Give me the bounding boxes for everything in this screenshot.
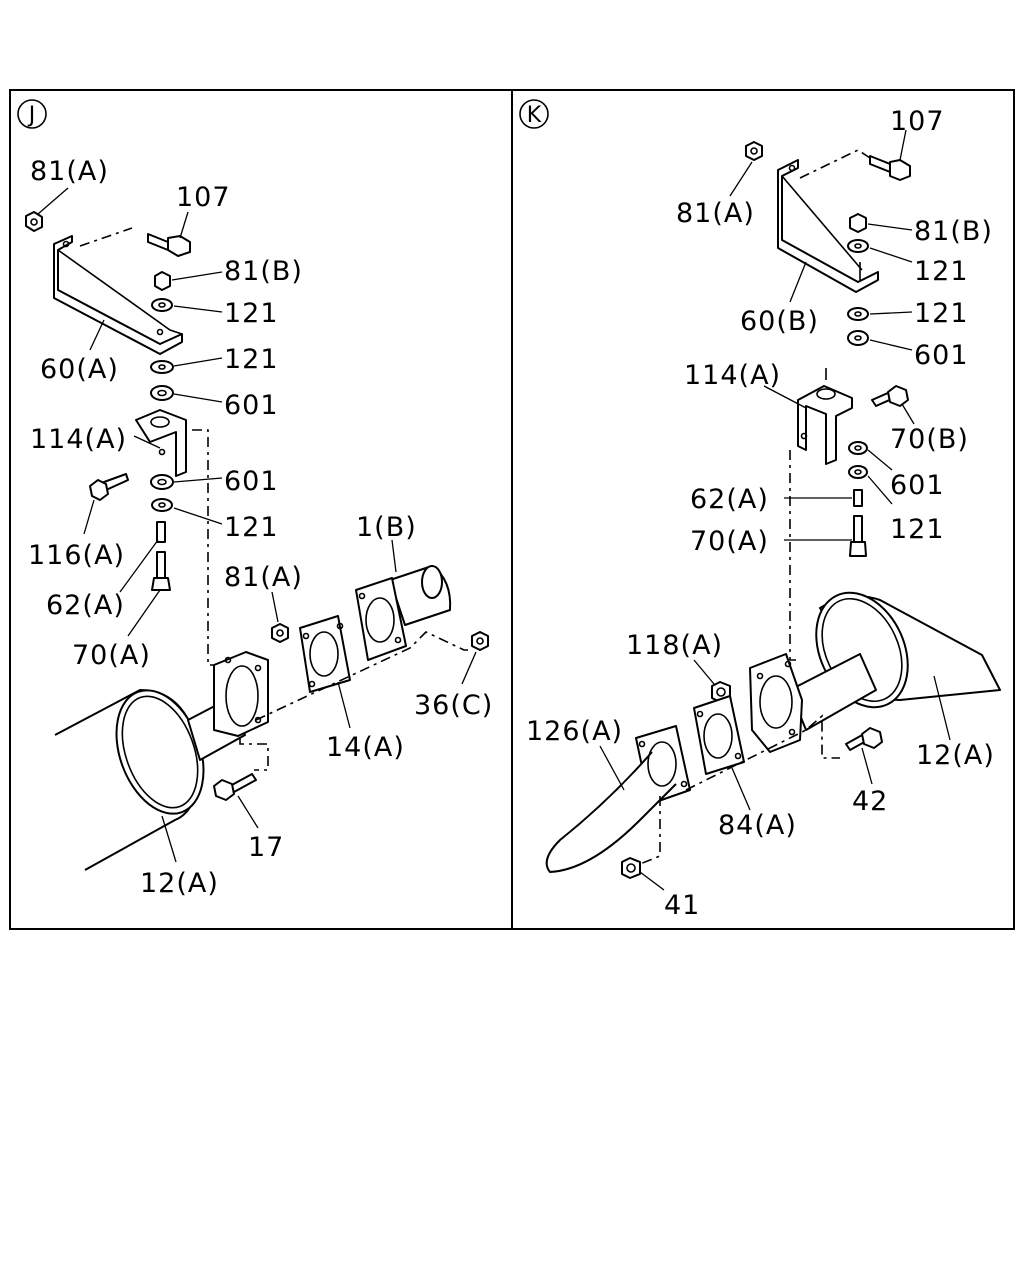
panel-k-marker — [519, 99, 549, 129]
hardware-stack-k-lower — [848, 441, 868, 557]
nut-81a-k-part — [745, 141, 763, 161]
label-j-81b: 81(B) — [224, 256, 303, 287]
pipe-1b-part — [355, 565, 452, 661]
label-k-121b: 121 — [914, 298, 969, 329]
bracket-60a-part — [53, 235, 183, 355]
label-k-107: 107 — [890, 106, 945, 137]
label-j-81a-lower: 81(A) — [224, 562, 303, 593]
label-j-107: 107 — [176, 182, 231, 213]
tailpipe-126a-part — [545, 725, 691, 873]
hardware-stack-k-upper — [847, 213, 869, 346]
nut-36c-part — [471, 631, 489, 651]
muffler-12a-k-part — [789, 591, 1001, 731]
bolt-107-part — [147, 233, 191, 257]
label-j-60a: 60(A) — [40, 354, 119, 385]
gasket-84a-part — [693, 695, 745, 775]
label-k-114a: 114(A) — [684, 360, 781, 391]
muffler-flange-k-part — [749, 653, 803, 753]
panel-j-letter: J — [27, 103, 36, 128]
label-k-84a: 84(A) — [718, 810, 797, 841]
label-j-81a: 81(A) — [30, 156, 109, 187]
label-j-17: 17 — [248, 832, 284, 863]
label-k-121a: 121 — [914, 256, 969, 287]
bolt-17-part — [213, 773, 257, 801]
bracket-60b-part — [777, 159, 879, 293]
label-j-121c: 121 — [224, 512, 279, 543]
label-j-36c: 36(C) — [414, 690, 493, 721]
label-k-12a: 12(A) — [916, 740, 995, 771]
label-k-81a: 81(A) — [676, 198, 755, 229]
panel-k: K — [519, 99, 1001, 921]
label-j-121a: 121 — [224, 298, 279, 329]
label-j-70a: 70(A) — [72, 640, 151, 671]
nut-81a-part — [25, 211, 43, 232]
label-k-601a: 601 — [914, 340, 969, 371]
label-j-12a: 12(A) — [140, 868, 219, 899]
label-j-14a: 14(A) — [326, 732, 405, 763]
hardware-stack-lower — [150, 474, 174, 591]
label-j-121b: 121 — [224, 344, 279, 375]
label-j-62a: 62(A) — [46, 590, 125, 621]
label-k-42: 42 — [852, 786, 888, 817]
panel-j: J — [17, 99, 493, 899]
label-k-81b: 81(B) — [914, 216, 993, 247]
bracket-114a-part — [135, 409, 187, 477]
label-k-62a: 62(A) — [690, 484, 769, 515]
gasket-14a-part — [299, 615, 351, 693]
nut-41-part — [621, 857, 641, 879]
label-k-126a: 126(A) — [526, 716, 623, 747]
muffler-flange-part — [213, 651, 269, 737]
bolt-70b-part — [871, 385, 909, 407]
label-j-116a: 116(A) — [28, 540, 125, 571]
nut-81a-lower-part — [271, 623, 289, 643]
bolt-107-k-part — [869, 155, 911, 181]
label-k-70b: 70(B) — [890, 424, 969, 455]
label-j-114a: 114(A) — [30, 424, 127, 455]
leader-lines-j — [37, 187, 477, 863]
hardware-stack-upper — [150, 271, 174, 401]
label-k-70a: 70(A) — [690, 526, 769, 557]
label-j-601b: 601 — [224, 466, 279, 497]
label-k-41: 41 — [664, 890, 700, 921]
leader-lines-k — [599, 129, 951, 891]
label-k-121c: 121 — [890, 514, 945, 545]
bolt-116a-part — [89, 473, 129, 501]
label-k-118a: 118(A) — [626, 630, 723, 661]
bracket-114a-k-part — [797, 385, 853, 465]
label-j-601a: 601 — [224, 390, 279, 421]
label-k-60b: 60(B) — [740, 306, 819, 337]
label-k-601b: 601 — [890, 470, 945, 501]
bolt-42-part — [845, 727, 883, 751]
label-j-1b: 1(B) — [356, 512, 417, 543]
panel-j-marker — [17, 99, 47, 129]
panel-k-letter: K — [527, 103, 542, 128]
